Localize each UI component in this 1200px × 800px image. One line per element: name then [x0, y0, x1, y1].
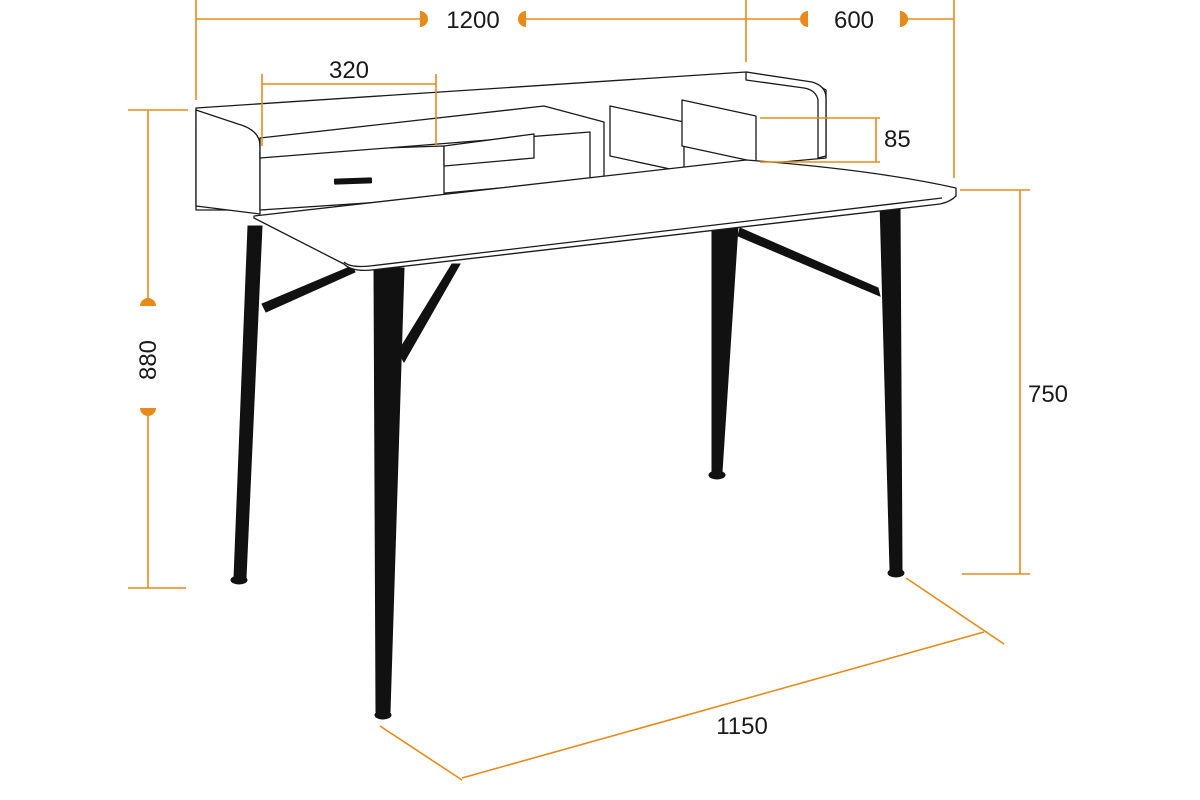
desk-drawing [195, 71, 957, 720]
label-depth: 600 [834, 7, 874, 34]
dimension-depth: 600 [746, 0, 955, 178]
leg-back-right [711, 225, 739, 473]
support-bar-right [737, 227, 881, 297]
label-drawer-width: 320 [329, 57, 369, 84]
leg-front-right [879, 201, 903, 571]
dimension-shelf-height: 85 [760, 117, 911, 163]
dimension-annotations: 1200 600 320 85 [128, 0, 1068, 781]
dimension-desk-height: 750 [960, 189, 1068, 575]
label-shelf-height: 85 [884, 126, 911, 153]
support-bar-left [261, 265, 356, 313]
dimension-total-height: 880 [128, 109, 188, 589]
leg-back-left [233, 225, 263, 579]
hutch-right-panel [745, 71, 827, 159]
label-width-total: 1200 [446, 7, 499, 34]
label-leg-span: 1150 [716, 713, 768, 740]
desktop-surface [253, 159, 957, 272]
dimension-width-total: 1200 [195, 0, 747, 100]
dimension-drawer-width: 320 [261, 57, 437, 146]
support-bar-front-diagonal [397, 263, 461, 363]
dimension-leg-span: 1150 [379, 577, 1005, 781]
label-desk-height: 750 [1028, 381, 1068, 408]
label-total-height: 880 [135, 340, 162, 380]
drawer-handle [333, 177, 373, 185]
leg-front-left [373, 267, 405, 713]
